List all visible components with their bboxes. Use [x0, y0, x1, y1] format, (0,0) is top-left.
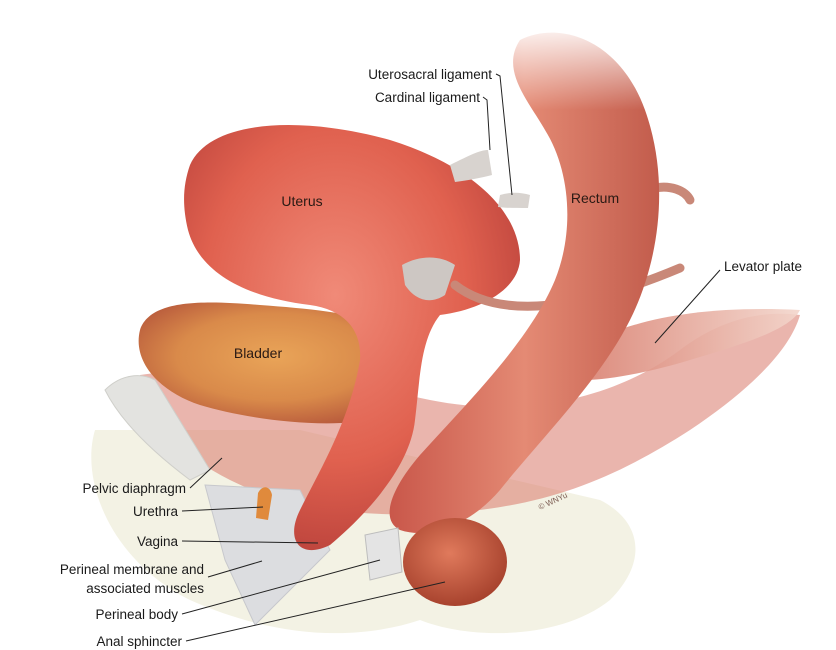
- vagina-label: Vagina: [137, 534, 179, 549]
- anal-sphincter-label: Anal sphincter: [96, 634, 182, 649]
- uterosacral-ligament-label: Uterosacral ligament: [368, 67, 492, 82]
- bladder-label: Bladder: [234, 345, 283, 361]
- pelvic-diaphragm-label: Pelvic diaphragm: [82, 481, 186, 496]
- cardinal-ligament-label: Cardinal ligament: [375, 90, 480, 105]
- anal-sphincter-shape: [403, 518, 507, 606]
- cardinal-leader: [483, 97, 490, 150]
- urethra-label: Urethra: [133, 504, 179, 519]
- perineal-body-label: Perineal body: [95, 607, 178, 622]
- uterus-label: Uterus: [281, 193, 322, 209]
- perineal-membrane-label-line1: Perineal membrane and: [60, 562, 204, 577]
- rectum-label: Rectum: [571, 190, 619, 206]
- perineal-body-shape: [365, 528, 402, 580]
- levator-plate-label: Levator plate: [724, 259, 802, 274]
- perineal-membrane-label-line2: associated muscles: [86, 581, 204, 596]
